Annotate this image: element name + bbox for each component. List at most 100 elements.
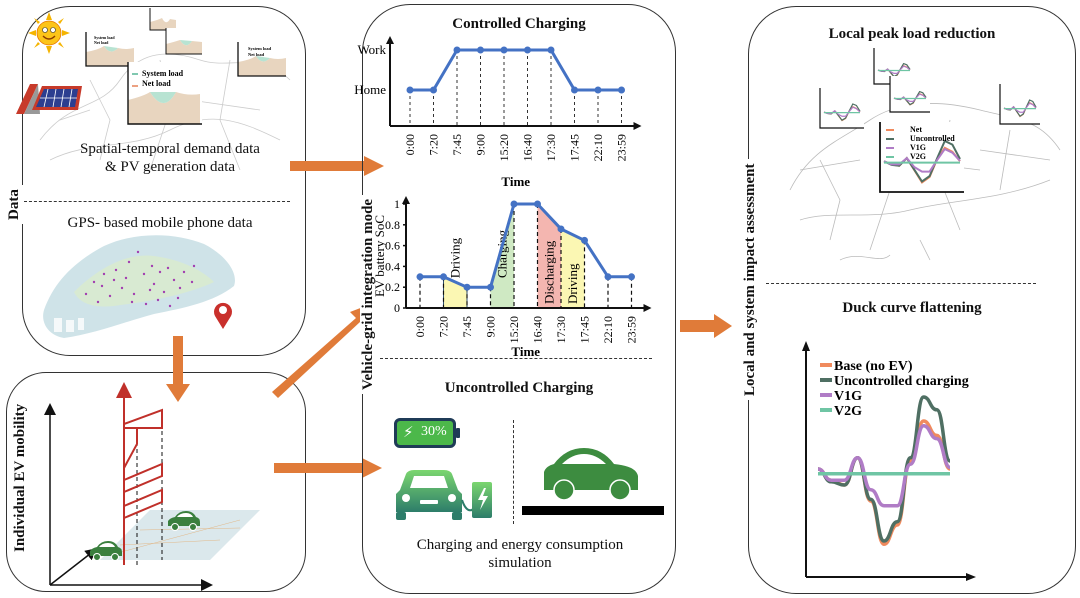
battery-level-label: 30% [421, 424, 447, 439]
main-load-chart: System load Net load [127, 62, 202, 125]
mini-legend-net-load: Net load [94, 40, 109, 45]
data-point [430, 86, 437, 94]
impact-side-label: Local and system impact assessment [742, 159, 759, 400]
data-point [581, 236, 588, 244]
data-point [453, 46, 461, 54]
location-pin-icon [214, 302, 232, 329]
x-tick-label: 23:59 [615, 134, 629, 161]
duck-curve-title: Duck curve flattening [842, 300, 982, 316]
data-point [487, 283, 494, 291]
x-tick-label: 7:20 [437, 316, 451, 337]
y-tick-label: 0.8 [385, 218, 400, 232]
x-tick-label: 15:20 [507, 316, 521, 343]
x-tick-label: 9:00 [484, 316, 498, 337]
x-tick-label: 23:59 [625, 316, 639, 343]
x-axis-arrow-icon [643, 304, 652, 312]
data-point [594, 86, 602, 94]
pv-demand-caption: Spatial-temporal demand data & PV genera… [40, 140, 300, 176]
x-tick-label: 22:10 [601, 316, 615, 343]
mini-load-chart-1: System load Net load [85, 32, 134, 67]
x-tick-label: 15:20 [497, 134, 511, 161]
mini-series-line [1003, 102, 1037, 113]
phase-region-driving [561, 228, 585, 308]
mini-load-chart-3 [165, 28, 202, 55]
data-divider [24, 201, 290, 202]
peak-load-title: Local peak load reduction [828, 26, 996, 42]
data-point [628, 273, 635, 281]
y-axis-arrow-icon [402, 196, 410, 204]
legend-label: Uncontrolled charging [834, 374, 969, 389]
solar-panel-roof-icon [16, 84, 82, 114]
sun-icon [28, 12, 70, 54]
mini-legend-net-load-4: Net load [248, 52, 265, 57]
y-tick-label: Home [354, 82, 386, 97]
x-tick-label: 17:45 [578, 316, 592, 343]
y-tick-label: Work [357, 42, 386, 57]
y-tick-label: 0.6 [385, 239, 400, 253]
soc-series-line [420, 202, 632, 289]
mini-legend-label: V2G [910, 152, 926, 161]
gps-caption: GPS- based mobile phone data [67, 215, 253, 231]
x-tick-label: 17:30 [544, 134, 558, 161]
x-axis-title: Time [501, 174, 530, 189]
mini-axes [879, 122, 964, 193]
data-point [618, 86, 625, 94]
x-tick-label: 0:00 [413, 316, 427, 337]
x-tick-label: 17:30 [554, 316, 568, 343]
sim-caption-line2: simulation [488, 555, 552, 571]
y-axis-arrow-icon [802, 341, 810, 351]
mini-series-line [883, 139, 961, 183]
road-bar [522, 506, 664, 515]
gps-density-map [43, 235, 235, 338]
x-tick-label: 16:40 [521, 134, 535, 161]
x-tick-label: 22:10 [591, 134, 605, 161]
lightning-icon: ⚡ [403, 423, 414, 441]
main-legend-net-load: Net load [142, 79, 171, 88]
y-tick-label: 1 [394, 197, 400, 211]
data-point [571, 86, 578, 94]
y-tick-label: 0.2 [385, 280, 400, 294]
controlled-charging-title: Controlled Charging [452, 16, 586, 32]
data-point [534, 200, 541, 208]
main-legend-system-load: System load [142, 69, 184, 78]
arrow-mobility-to-v2g-diagonal [272, 302, 376, 398]
gps-points [84, 250, 196, 308]
arrow-mobility-to-v2g [274, 458, 382, 478]
y-axis-title: EV battery SoC [372, 215, 387, 297]
y-axis-arrow-icon [386, 36, 394, 44]
mini-load-chart-4: System load Net load [237, 42, 286, 77]
uncontrolled-charging-title: Uncontrolled Charging [444, 380, 594, 396]
simulation-caption: Charging and energy consumption simulati… [390, 536, 650, 572]
phase-label: Driving [565, 263, 580, 304]
impact-divider [766, 283, 1036, 284]
data-panel [22, 6, 306, 356]
x-axis-title: Time [511, 344, 540, 359]
mini-chart-bg [1000, 84, 1040, 124]
ev-car-icon-small-2 [168, 511, 200, 531]
data-point [524, 46, 531, 54]
phase-label: Discharging [541, 240, 556, 304]
mini-load-chart-2 [149, 8, 176, 31]
location-series-line [410, 48, 622, 92]
pv-caption-line1: Spatial-temporal demand data [80, 141, 260, 157]
x-tick-label: 16:40 [531, 316, 545, 343]
mini-axes [889, 76, 930, 113]
ev-mobility-side-label: Individual EV mobility [12, 399, 29, 556]
data-point [440, 273, 447, 281]
x-axis-arrow-icon [966, 573, 976, 581]
x-tick-label: 17:45 [568, 134, 582, 161]
mini-series-line [883, 147, 961, 173]
mini-legend-system-load: System load [94, 35, 115, 40]
space-time-path-diagram [44, 382, 260, 591]
v2g-divider [380, 358, 652, 359]
data-point [463, 283, 471, 291]
mini-axes [819, 88, 864, 129]
sim-caption-line1: Charging and energy consumption [416, 537, 624, 553]
legend-label: Base (no EV) [834, 359, 913, 374]
parked-ev-car-icon [544, 448, 638, 501]
data-point [510, 200, 518, 208]
x-tick-label: 9:00 [474, 134, 488, 155]
